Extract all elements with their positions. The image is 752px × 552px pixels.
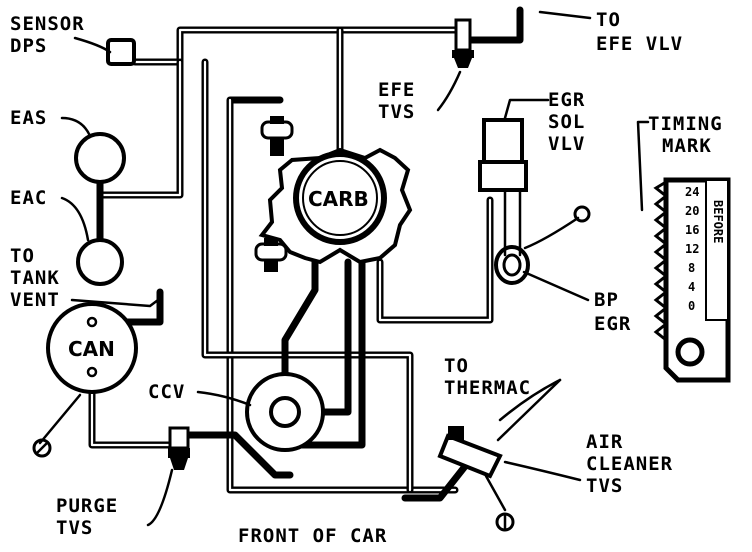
label-vlv: VLV [548,133,585,155]
label-sensor: SENSOR [10,13,85,35]
label-bp: BP [594,289,619,311]
purge-tvs [168,426,190,470]
can-port-bottom [86,366,98,378]
timing-value-16: 16 [685,223,699,237]
charcoal-canister [46,302,138,394]
label-purge: PURGE [56,495,118,517]
label-to: TO [10,245,35,267]
label-dps: DPS [10,35,47,57]
timing-scale-values: 24 20 16 12 8 4 0 BEFORE [685,185,725,313]
label-front-of-car: FRONT OF CAR [238,525,387,547]
timing-value-12: 12 [685,242,699,256]
carb-vacuum-actuator-upper [260,116,294,156]
egr-solenoid-valve [478,118,528,192]
label-ccv: CCV [148,381,185,403]
timing-value-0: 0 [688,299,695,313]
label-purge-tvs: TVS [56,517,93,539]
label-air: AIR [586,431,623,453]
label-efe: EFE [378,79,415,101]
timing-value-4: 4 [688,280,695,294]
label-to-thermac: TO [444,355,469,377]
label-thermac: THERMAC [444,377,531,399]
label-eac: EAC [10,187,47,209]
label-can: CAN [68,337,115,361]
label-tank: TANK [10,267,60,289]
label-air-tvs: TVS [586,475,623,497]
eac-valve [76,238,124,286]
label-mark: MARK [662,135,712,157]
label-to-efe: TO [596,9,621,31]
label-egr: EGR [548,89,585,111]
timing-value-8: 8 [688,261,695,275]
timing-value-20: 20 [685,204,699,218]
bp-egr-valve [494,245,530,285]
label-vent: VENT [10,289,60,311]
timing-value-24: 24 [685,185,699,199]
efe-tvs [452,18,474,68]
label-bp-egr: EGR [594,313,631,335]
label-sol: SOL [548,111,585,133]
label-cleaner: CLEANER [586,453,673,475]
label-efe-tvs: TVS [378,101,415,123]
timing-before-label: BEFORE [711,200,725,243]
sensor-dps [106,38,136,66]
label-eas: EAS [10,107,47,129]
leader-lines [38,10,650,527]
label-efe-vlv: EFE VLV [596,33,683,55]
air-cleaner-tvs [437,426,503,479]
carb-circle [293,151,387,245]
timing-mark-plate [653,177,731,383]
label-carb: CARB [308,187,369,211]
carb-vacuum-actuator-lower [254,238,288,272]
label-timing: TIMING [648,113,723,135]
eas-valve [74,132,126,184]
can-port-top [86,316,98,328]
